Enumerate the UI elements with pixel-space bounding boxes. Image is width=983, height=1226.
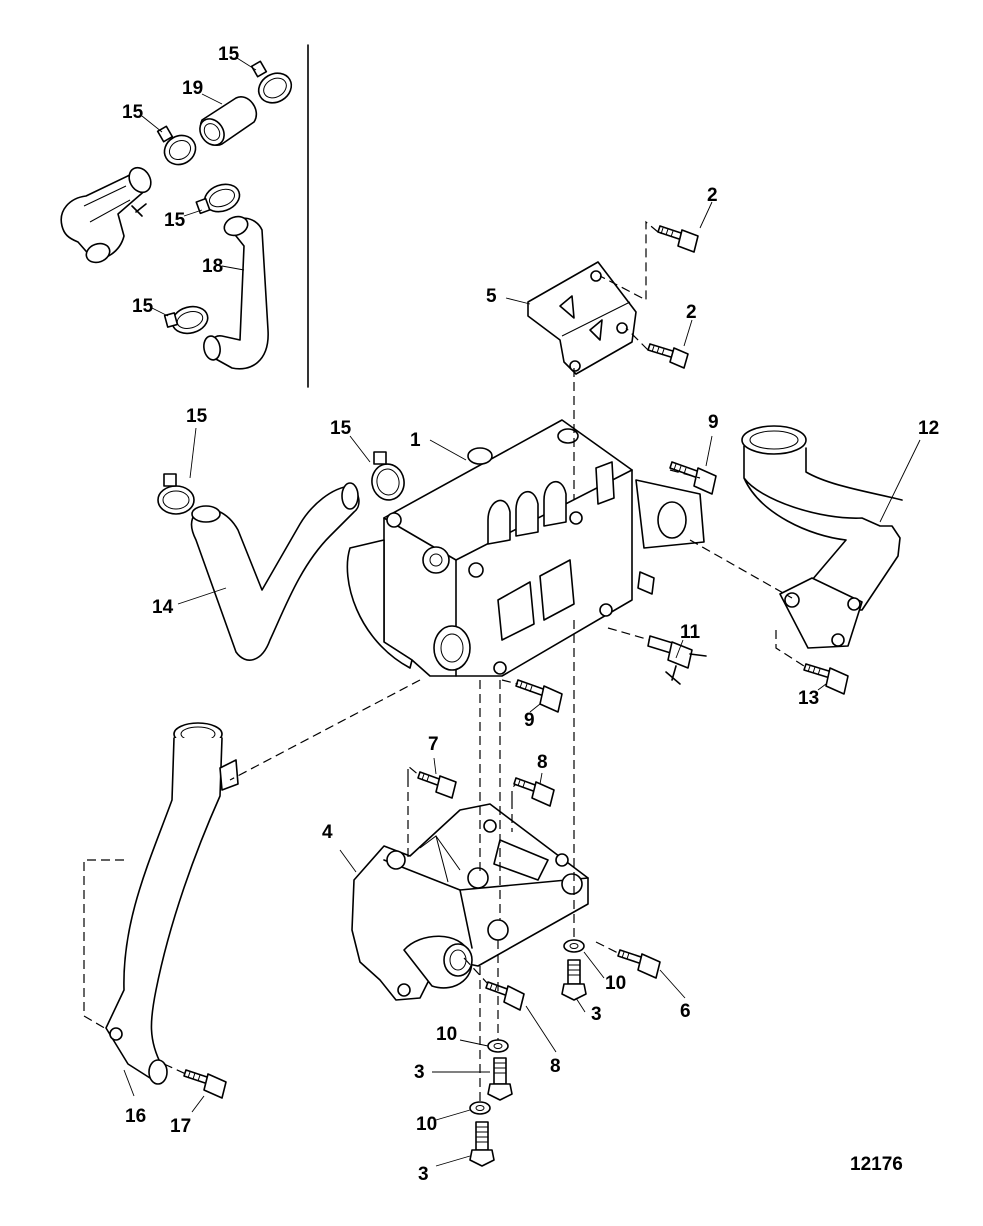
bolt-part-13 [803, 663, 849, 695]
callout-10-right: 10 [605, 973, 626, 994]
callout-18: 18 [202, 256, 223, 277]
callout-15-inset-bottom: 15 [132, 296, 154, 317]
washer-part-10-bottom [469, 1101, 491, 1115]
callout-1: 1 [410, 430, 421, 451]
callout-11: 11 [680, 622, 701, 643]
callout-15-hose-left: 15 [186, 406, 208, 427]
callout-8-lower: 8 [550, 1056, 561, 1077]
callout-leaders [123, 57, 921, 1167]
callout-15-inset-top: 15 [218, 44, 240, 65]
callout-14: 14 [152, 597, 174, 618]
washer-part-10-mid [487, 1039, 509, 1053]
callout-13: 13 [798, 688, 819, 709]
inset-coupler-19 [199, 96, 258, 146]
bolt-part-8-upper [513, 777, 555, 807]
callout-12: 12 [918, 418, 939, 439]
callout-15-hose-right: 15 [330, 418, 352, 439]
callout-3-right: 3 [591, 1004, 602, 1025]
clamp-part-15-hose-left [157, 473, 195, 515]
callout-7: 7 [428, 734, 439, 755]
assembly-dash-lines [83, 220, 805, 1104]
inset-clamp-bottom [163, 305, 209, 335]
callout-3-mid: 3 [414, 1062, 425, 1083]
bracket-part-5 [527, 261, 637, 375]
bolt-part-3-right [561, 959, 587, 1001]
inset-clamp-left [156, 125, 197, 166]
callout-17: 17 [170, 1116, 191, 1137]
bolt-part-2-lower [647, 343, 689, 369]
callout-5: 5 [486, 286, 497, 307]
callout-3-bottom: 3 [418, 1164, 429, 1185]
bolt-part-3-bottom [469, 1121, 495, 1167]
bolt-part-17 [183, 1069, 227, 1099]
figure-number: 12176 [850, 1154, 903, 1175]
callout-2-lower: 2 [686, 302, 697, 323]
inset-clamp-mid [195, 183, 241, 215]
inset-clamp-top [250, 60, 293, 104]
lower-bracket-part-4 [351, 803, 589, 1001]
inset-elbow-fitting [60, 166, 152, 264]
callout-6: 6 [680, 1001, 691, 1022]
callout-15-inset-mid: 15 [164, 210, 186, 231]
callout-9-upper: 9 [708, 412, 719, 433]
callout-2-upper: 2 [707, 185, 718, 206]
callout-8-upper: 8 [537, 752, 548, 773]
bolt-part-6 [617, 949, 661, 979]
washer-part-10-right [563, 939, 585, 953]
sensor-part-11 [647, 635, 707, 685]
callout-labels: 1 2 2 3 3 3 4 5 6 7 8 8 9 9 10 10 10 11 … [122, 44, 939, 1185]
clamp-part-15-hose-right [371, 451, 405, 501]
callout-16: 16 [125, 1106, 146, 1127]
bolt-part-3-mid [487, 1057, 513, 1101]
callout-15-inset-left: 15 [122, 102, 144, 123]
hose-part-14 [190, 482, 360, 661]
bolt-part-8-lower [485, 981, 525, 1011]
callout-10-mid: 10 [436, 1024, 457, 1045]
callout-19: 19 [182, 78, 203, 99]
bolt-part-9-lower [515, 679, 563, 713]
manifold-part-1 [346, 419, 705, 677]
inset-hose-18 [203, 215, 269, 370]
callout-9-lower: 9 [524, 710, 535, 731]
bolt-part-7 [417, 771, 457, 799]
bolt-part-2-upper [657, 225, 699, 253]
outlet-pipe-part-12 [741, 425, 903, 649]
callout-10-bottom: 10 [416, 1114, 437, 1135]
callout-4: 4 [322, 822, 333, 843]
inlet-pipe-part-16 [105, 722, 239, 1085]
